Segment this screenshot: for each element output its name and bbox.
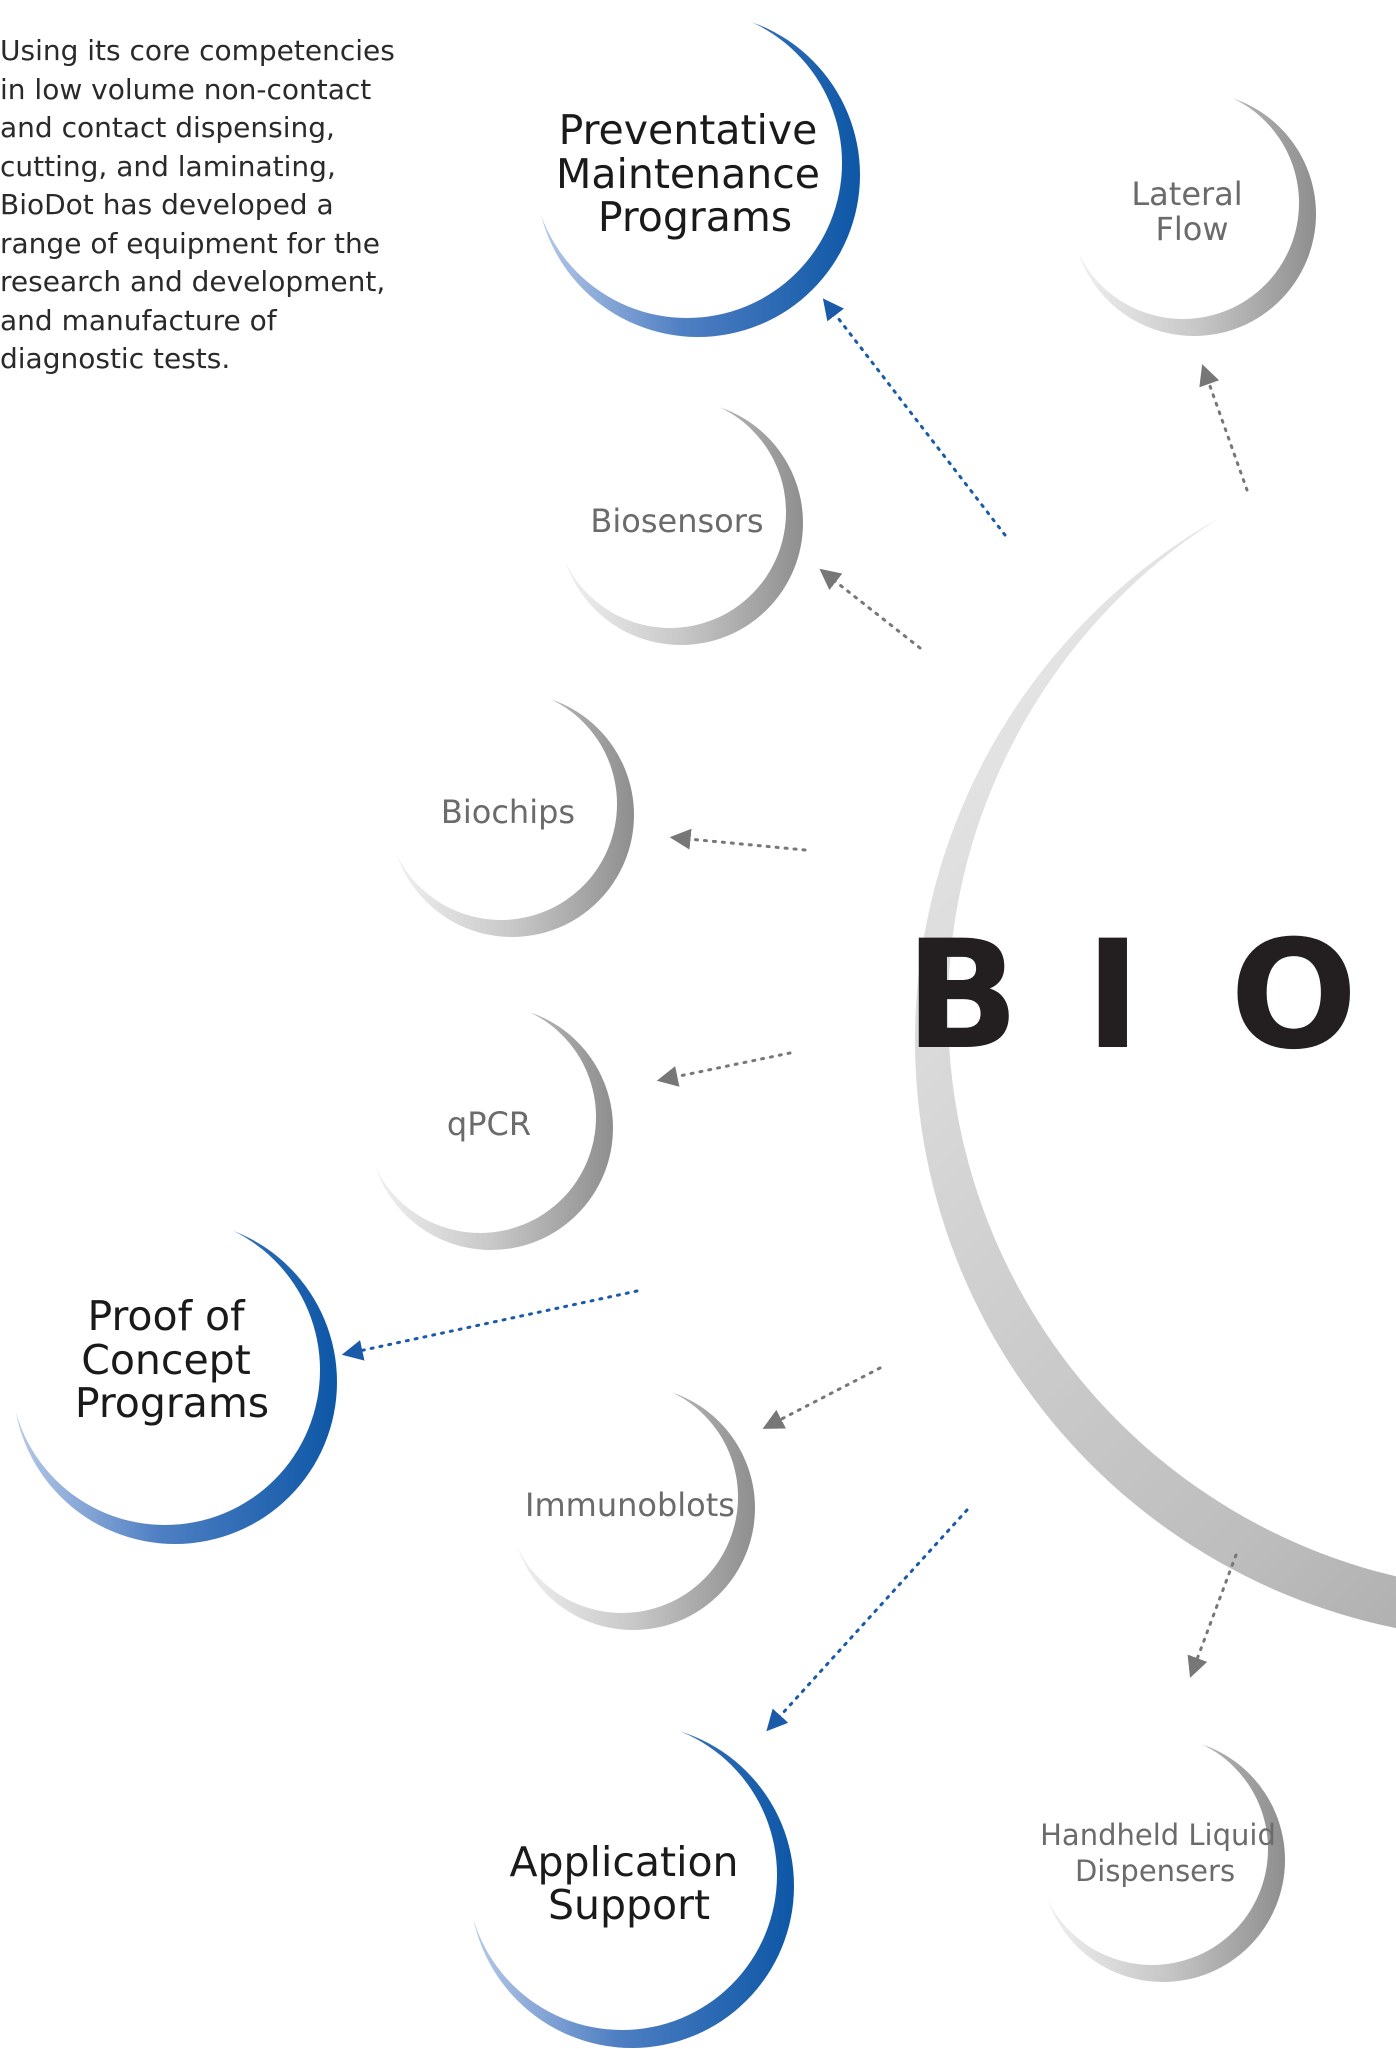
connector-biosensors	[819, 568, 922, 650]
node-preventative-line-2: Maintenance	[556, 150, 820, 198]
hub-circle	[915, 443, 1396, 1628]
node-handheld-liquid-dispensers: Handheld Liquid Dispensers	[1036, 1733, 1285, 1982]
node-preventative-maintenance: Preventative Maintenance Programs	[532, 8, 860, 337]
connectors	[341, 298, 1249, 1732]
connector-application-support	[766, 1508, 969, 1732]
node-proof-line-3: Programs	[75, 1379, 269, 1427]
node-biosensors: Biosensors	[554, 396, 803, 645]
connector-qpcr	[656, 1051, 792, 1087]
node-immunoblots-label: Immunoblots	[525, 1486, 735, 1524]
node-qpcr: qPCR	[364, 1001, 613, 1250]
node-qpcr-label: qPCR	[447, 1105, 531, 1143]
node-proof-line-2: Concept	[81, 1336, 251, 1384]
node-handheld-line-1: Handheld Liquid	[1040, 1818, 1276, 1852]
node-preventative-line-3: Programs	[598, 193, 792, 241]
node-proof-line-1: Proof of	[87, 1292, 246, 1340]
connector-handheld	[1187, 1553, 1238, 1678]
connector-lateral-flow	[1199, 364, 1249, 492]
node-preventative-line-1: Preventative	[559, 106, 818, 154]
connector-preventative	[822, 298, 1007, 537]
node-handheld-line-2: Dispensers	[1075, 1854, 1235, 1888]
node-lateral-flow-line-1: Lateral	[1131, 175, 1242, 213]
node-biochips: Biochips	[385, 688, 634, 937]
node-application-line-2: Support	[548, 1881, 710, 1929]
hub-letter-i: I	[1085, 909, 1141, 1083]
connector-immunoblots	[762, 1366, 882, 1429]
node-lateral-flow-line-2: Flow	[1155, 210, 1228, 248]
node-proof-of-concept: Proof of Concept Programs	[10, 1215, 337, 1544]
node-biochips-label: Biochips	[441, 793, 575, 831]
node-biosensors-label: Biosensors	[590, 502, 763, 540]
connector-proof-of-concept	[341, 1289, 639, 1361]
hub-letter-o: O	[1230, 909, 1358, 1083]
node-application-line-1: Application	[509, 1838, 738, 1886]
connector-biochips	[669, 828, 807, 852]
hub-logo: B I O	[905, 909, 1358, 1083]
node-immunoblots: Immunoblots	[506, 1381, 755, 1630]
node-application-support: Application Support	[467, 1720, 794, 2048]
node-lateral-flow: Lateral Flow	[1067, 87, 1316, 336]
intro-paragraph: Using its core competencies in low volum…	[0, 34, 395, 375]
hub-letter-b: B	[905, 909, 1019, 1083]
